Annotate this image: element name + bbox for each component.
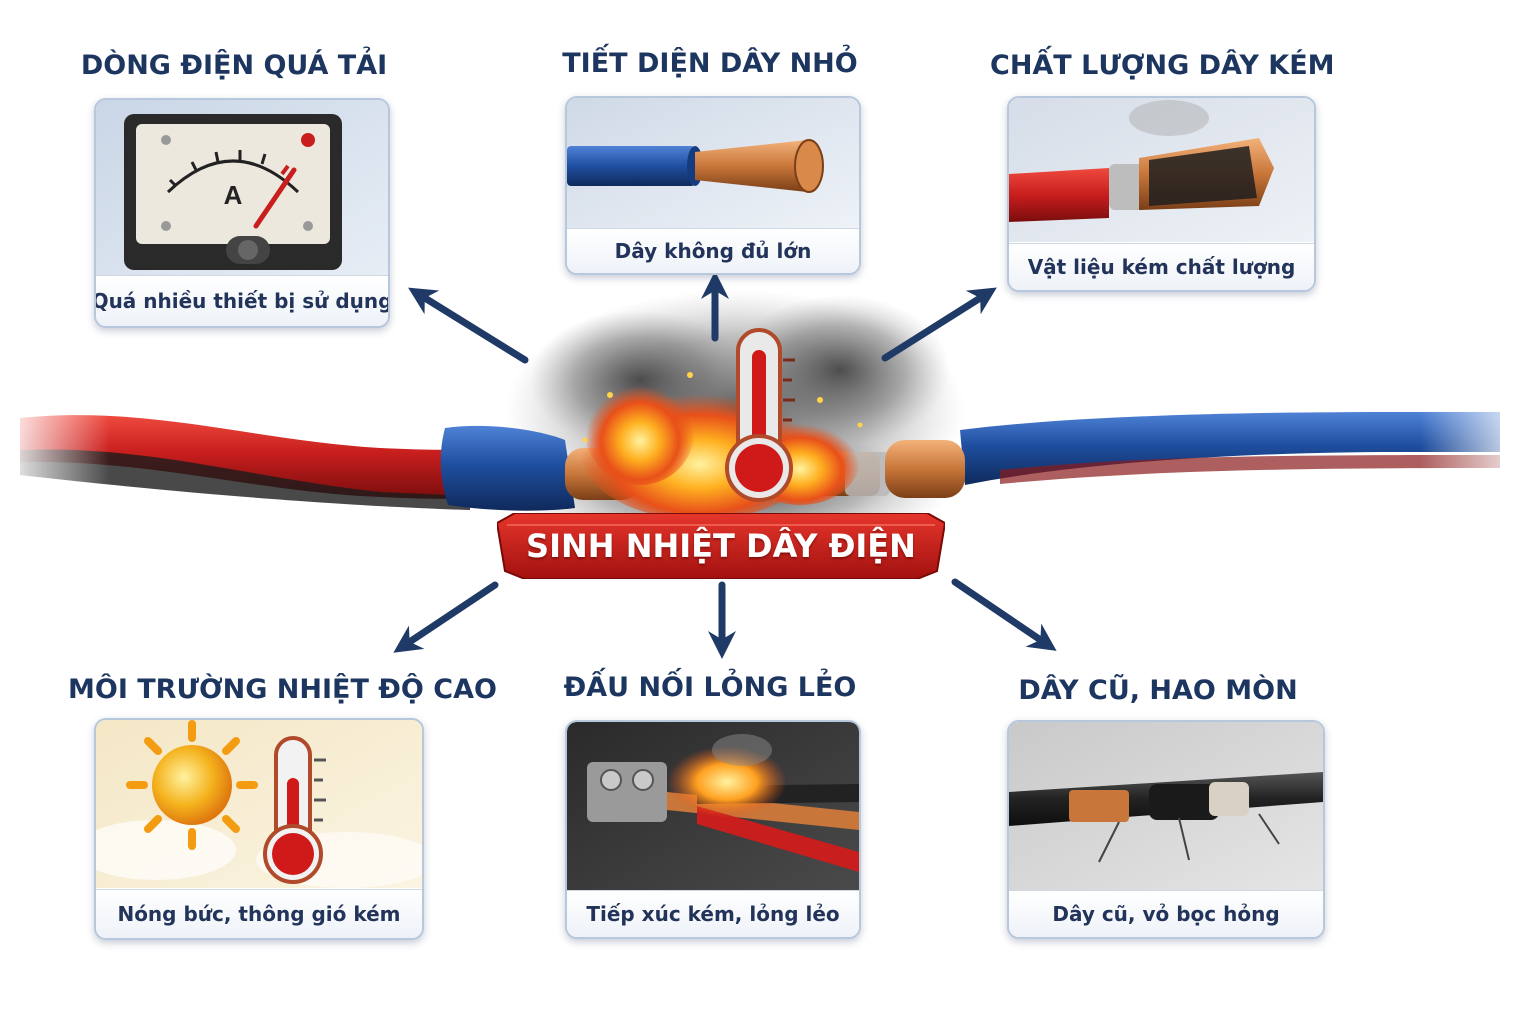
caption-old-wire: Dây cũ, vỏ bọc hỏng	[1009, 890, 1323, 937]
thermometer-icon	[725, 328, 795, 502]
title-small-gauge: TIẾT DIỆN DÂY NHỎ	[562, 48, 858, 79]
arrow-old-wire	[951, 578, 1057, 651]
ammeter-icon: A	[96, 100, 388, 275]
arrow-high-temp	[393, 581, 499, 653]
title-high-temp: MÔI TRƯỜNG NHIỆT ĐỘ CAO	[68, 674, 497, 705]
title-overload: DÒNG ĐIỆN QUÁ TẢI	[80, 50, 388, 81]
sun-thermometer-icon	[96, 720, 422, 888]
blue-wire	[960, 400, 1536, 485]
title-loose-connection: ĐẤU NỐI LỎNG LẺO	[563, 672, 857, 703]
caption-small-gauge: Dây không đủ lớn	[567, 228, 859, 273]
arrows	[393, 271, 1057, 659]
thin-wire-icon	[567, 98, 859, 228]
caption-loose-connection: Tiếp xúc kém, lỏng lẻo	[567, 890, 859, 937]
caption-overload: Quá nhiều thiết bị sử dụng	[96, 275, 388, 326]
center-label: SINH NHIỆT DÂY ĐIỆN	[526, 527, 916, 565]
burnt-red-wire-icon	[1009, 98, 1314, 242]
loose-terminal-icon	[567, 722, 859, 890]
center-banner	[497, 513, 945, 579]
worn-black-wire-icon	[1009, 722, 1323, 890]
title-poor-quality: CHẤT LƯỢNG DÂY KÉM	[990, 50, 1335, 81]
card-high-temp: Nóng bức, thông gió kém	[94, 718, 424, 940]
arrow-overload	[408, 287, 529, 364]
card-loose-connection: Tiếp xúc kém, lỏng lẻo	[565, 720, 861, 939]
arrow-poor-quality	[881, 287, 997, 362]
caption-poor-quality: Vật liệu kém chất lượng	[1009, 243, 1314, 290]
title-old-wire: DÂY CŨ, HAO MÒN	[1018, 675, 1298, 706]
blue-sleeve	[440, 425, 575, 511]
card-small-gauge: Dây không đủ lớn	[565, 96, 861, 275]
card-old-wire: Dây cũ, vỏ bọc hỏng	[1007, 720, 1325, 939]
caption-high-temp: Nóng bức, thông gió kém	[96, 889, 422, 938]
card-poor-quality: Vật liệu kém chất lượng	[1007, 96, 1316, 292]
red-wire	[0, 395, 470, 510]
card-overload: A Quá nhiều thiết bị sử dụng	[94, 98, 390, 328]
svg-text:A: A	[224, 180, 243, 210]
